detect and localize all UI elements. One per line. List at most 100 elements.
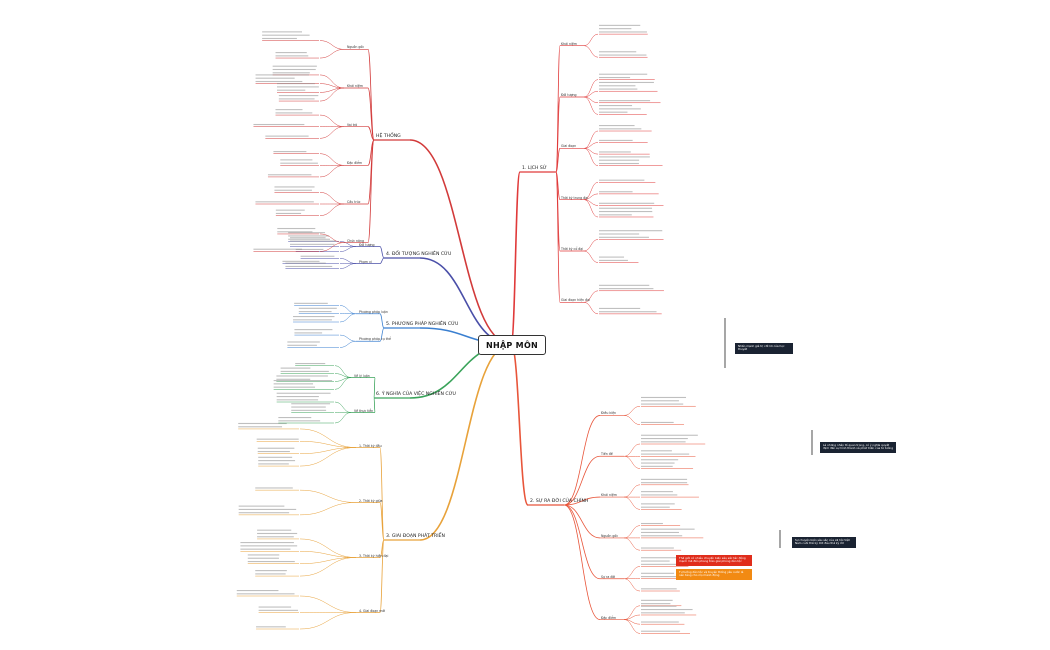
branch-label-stages[interactable]: 3. GIAI ĐOẠN PHÁT TRIỂN — [386, 534, 445, 539]
connector-line — [555, 147, 561, 173]
callout-c3[interactable]: Sự chuyển biến sâu sắc của xã hội Việt N… — [792, 537, 856, 548]
sub-node-history-2[interactable]: Giai đoạn — [561, 144, 577, 149]
leaf-text-line — [275, 209, 305, 211]
sub-node-meaning-1[interactable]: Về thực tiễn — [354, 408, 374, 413]
connector-line — [583, 96, 599, 115]
sub-node-object-0[interactable]: Đối tượng — [359, 242, 375, 247]
leaf-text-line — [240, 542, 294, 544]
connector-line — [563, 415, 601, 506]
connector-line — [583, 45, 599, 58]
leaf-text-line — [599, 233, 640, 235]
sub-node-history-0[interactable]: Khái niệm — [561, 41, 577, 46]
leaf-text-line — [641, 450, 672, 452]
sub-node-birth-2[interactable]: Khái niệm — [601, 493, 617, 498]
leaf-text-line — [287, 344, 317, 346]
branch-label-system[interactable]: HỆ THỐNG — [376, 134, 401, 139]
sub-node-object-1[interactable]: Phạm vi — [359, 259, 372, 264]
leaf-text-line — [599, 111, 628, 113]
leaf-text-line — [599, 207, 653, 209]
sub-node-system-5[interactable]: Chức năng — [347, 238, 365, 243]
leaf-text-line — [641, 506, 670, 508]
leaf-text-line — [285, 262, 326, 264]
branch-label-history[interactable]: 1. LỊCH SỬ — [522, 166, 547, 171]
leaf-text-line — [641, 503, 675, 505]
sub-node-stages-0[interactable]: 1. Thời kỳ đầu — [359, 443, 382, 448]
branch-label-birth[interactable]: 2. SỰ RA ĐỜI CỦA CHÍNH — [530, 499, 589, 504]
connector-line — [299, 441, 357, 448]
leaf-text-line — [599, 151, 631, 153]
leaf-text-line — [290, 240, 337, 242]
sub-node-system-0[interactable]: Nguồn gốc — [347, 45, 365, 50]
sub-node-birth-0[interactable]: Điều kiện — [601, 411, 617, 416]
leaf-text-line — [294, 329, 333, 331]
sub-node-system-4[interactable]: Cấu trúc — [347, 200, 361, 204]
leaf-text-line — [641, 612, 685, 614]
leaf-text-line — [641, 462, 675, 464]
sub-node-stages-2[interactable]: 3. Thời kỳ hiện đại — [359, 553, 389, 558]
leaf-text-line — [599, 108, 641, 110]
callout-c4[interactable]: Thế giới có nhiều chuyển biến sâu sắc tá… — [676, 555, 752, 566]
sub-node-stages-1[interactable]: 2. Thời kỳ giữa — [359, 498, 383, 503]
center-node[interactable]: NHẬP MÔN — [478, 335, 546, 355]
leaf-text-line — [599, 162, 639, 165]
leaf-text-line — [276, 392, 331, 394]
leaf-text-line — [255, 74, 310, 76]
sub-node-birth-5[interactable]: Đặc điểm — [601, 615, 617, 620]
connector-line — [379, 257, 385, 264]
branch-label-method[interactable]: 5. PHƯƠNG PHÁP NGHIÊN CỨU — [386, 322, 459, 327]
sub-node-birth-4[interactable]: Sự ra đời — [601, 574, 616, 579]
sub-node-system-1[interactable]: Khái niệm — [347, 84, 363, 88]
branch-label-object[interactable]: 4. ĐỐI TƯỢNG NGHIÊN CỨU — [386, 252, 452, 257]
leaf-text-line — [275, 55, 309, 57]
connector-line — [583, 302, 599, 315]
leaf-text-line — [641, 441, 686, 443]
sub-node-history-5[interactable]: Giai đoạn hiện đại — [561, 298, 590, 303]
sub-node-method-1[interactable]: Phương pháp cụ thể — [359, 337, 392, 342]
connector-line — [555, 171, 561, 252]
sub-node-meaning-0[interactable]: Về lý luận — [354, 373, 370, 378]
connector-line — [623, 415, 641, 425]
connector-line — [299, 447, 357, 454]
connector-line — [583, 79, 599, 98]
sub-node-birth-1[interactable]: Tiền đề — [601, 452, 613, 457]
sub-node-system-2[interactable]: Vai trò — [347, 122, 358, 127]
connector-line — [583, 239, 599, 252]
leaf-text-line — [641, 465, 673, 467]
leaf-text-line — [247, 557, 279, 559]
sub-node-system-3[interactable]: Đặc điểm — [347, 161, 363, 166]
connector-line — [409, 139, 512, 345]
connector-line — [299, 612, 357, 630]
leaf-text-line — [255, 570, 287, 572]
connector-line — [379, 539, 385, 613]
sub-node-history-3[interactable]: Thời kỳ trung đại — [561, 195, 589, 200]
leaf-text-line — [641, 491, 673, 493]
leaf-text-line — [641, 576, 677, 578]
leaf-text-line — [641, 608, 693, 611]
sub-node-history-1[interactable]: Đối tượng — [561, 93, 577, 97]
sub-node-stages-3[interactable]: 4. Giai đoạn mới — [359, 608, 386, 613]
connector-line — [319, 233, 345, 243]
callout-c1[interactable]: Nhấn mạnh giá trị cốt lõi của học thuyết — [735, 343, 793, 354]
callout-c2[interactable]: Là những nhân tố quan trọng, có ý nghĩa … — [820, 442, 896, 453]
leaf-text-line — [277, 227, 316, 230]
connector-line — [623, 619, 641, 634]
leaf-text-line — [273, 151, 307, 153]
connector-line — [583, 250, 599, 263]
sub-node-method-0[interactable]: Phương pháp luận — [359, 309, 388, 314]
leaf-text-line — [290, 243, 335, 245]
connector-line — [583, 90, 599, 98]
leaf-text-line — [599, 159, 640, 161]
leaf-text-line — [599, 105, 633, 107]
connector-line — [379, 502, 385, 541]
callout-c5[interactable]: Tư tưởng dân tộc và truyền thống yêu nướ… — [676, 569, 752, 580]
connector-line — [379, 327, 385, 342]
leaf-text-line — [256, 438, 299, 440]
sub-node-birth-3[interactable]: Nguồn gốc — [601, 533, 619, 538]
sub-node-history-4[interactable]: Thời kỳ cổ đại — [561, 247, 584, 251]
leaf-text-line — [599, 288, 654, 290]
connector-line — [319, 49, 345, 59]
branch-label-meaning[interactable]: 6. Ý NGHĨA CỦA VIỆC NGHIÊN CỨU — [376, 392, 456, 397]
leaf-text-line — [641, 630, 681, 632]
leaf-text-line — [599, 311, 657, 313]
leaf-text-line — [238, 512, 290, 514]
